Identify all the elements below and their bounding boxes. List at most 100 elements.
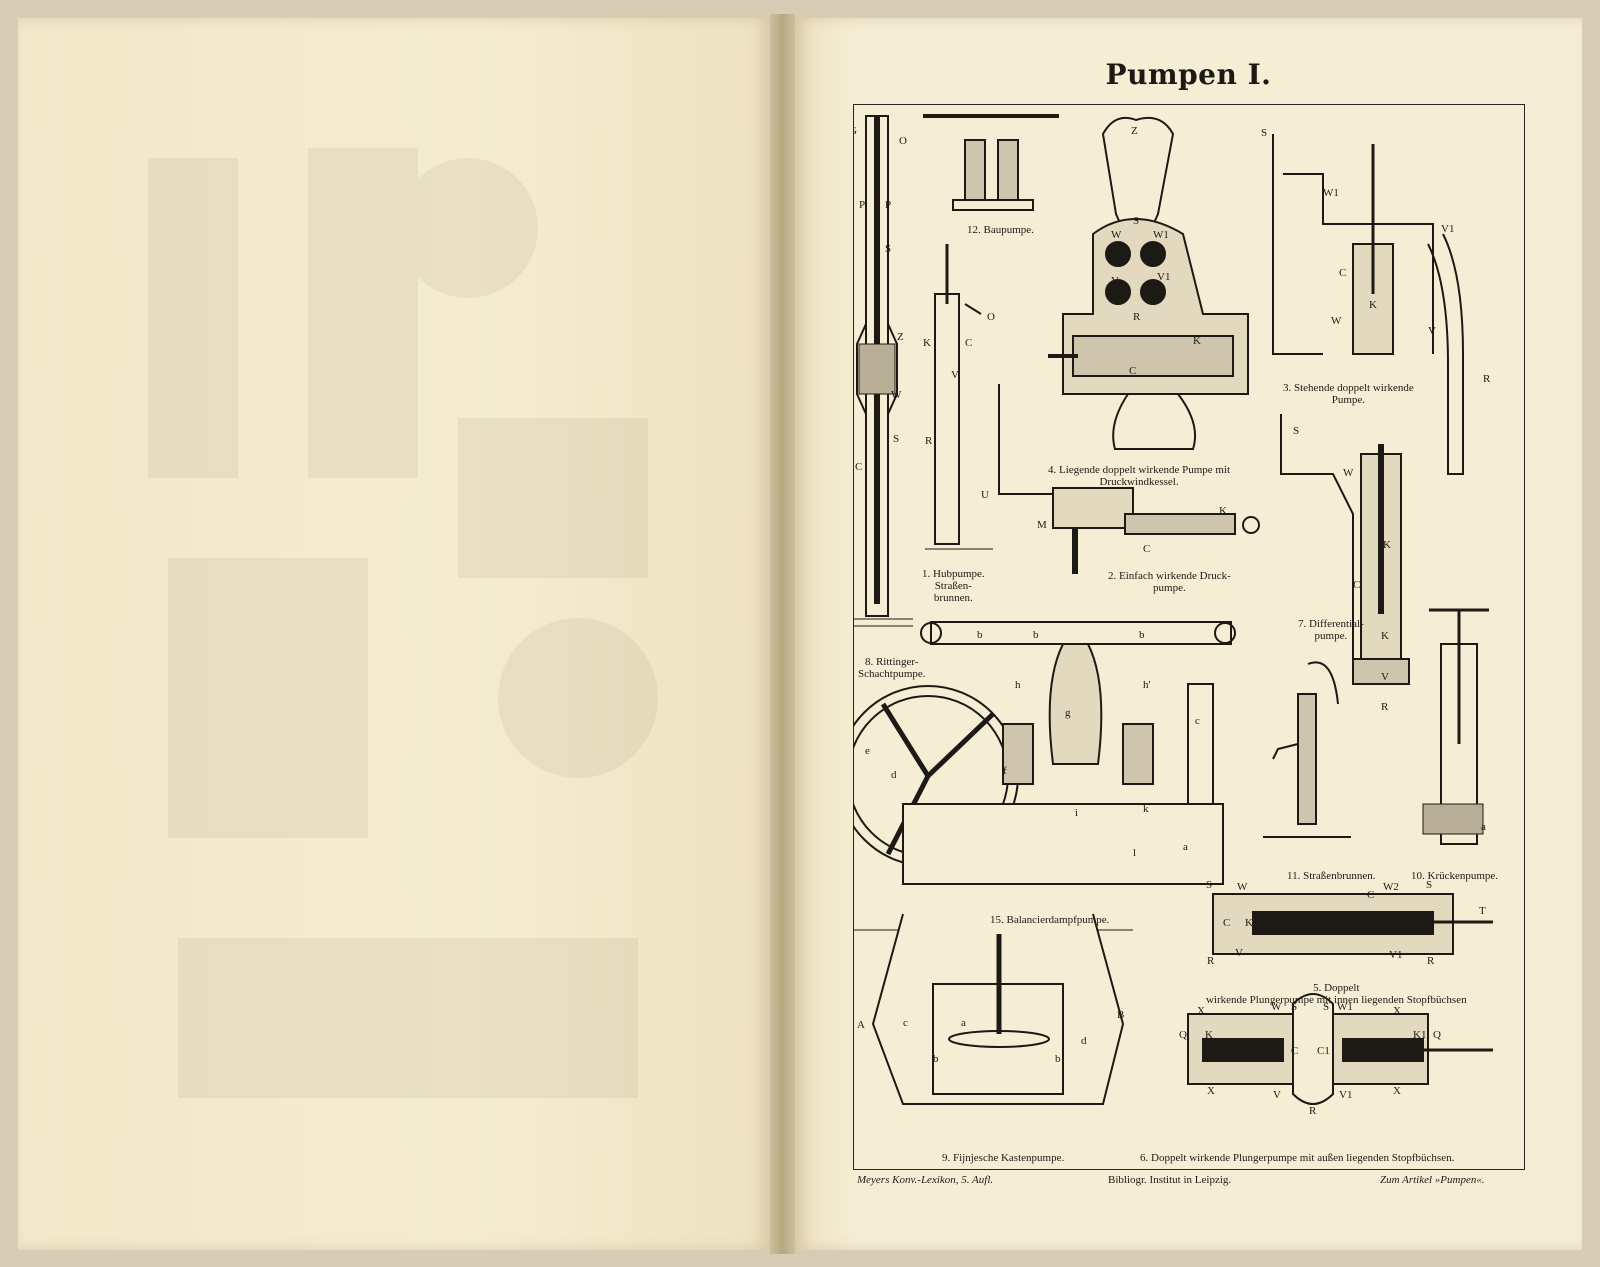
footer-article-ref: Zum Artikel »Pumpen«. [1380, 1174, 1485, 1186]
label-K: K [1193, 335, 1201, 347]
label-A: A [857, 1019, 865, 1031]
label-R: R [1207, 955, 1215, 967]
label-b: b [933, 1053, 939, 1065]
label-W: W [1111, 229, 1122, 241]
caption-fig4-line1: 4. Liegende doppelt wirkende Pumpe mit [1048, 464, 1231, 476]
plate-frame [853, 104, 1525, 1170]
label-a: a [961, 1017, 966, 1029]
label-S: S [1133, 215, 1139, 227]
label-V: V [1273, 1089, 1281, 1101]
label-c: c [903, 1017, 908, 1029]
label-R: R [1381, 701, 1389, 713]
fig15-beam-steam-pump: b b b h h' g c e d f i k l a [853, 621, 1236, 885]
caption-fig3-line1: 3. Stehende doppelt wirkende [1283, 382, 1414, 394]
label-b: b [977, 629, 983, 641]
label-W: W [1343, 467, 1354, 479]
caption-fig2: 2. Einfach wirkende Druck- pumpe. [1108, 570, 1231, 594]
label-a: a [1183, 841, 1188, 853]
label-b: b [1055, 1053, 1061, 1065]
caption-fig5-line1: 5. Doppelt [1313, 982, 1360, 994]
label-R: R [1133, 311, 1141, 323]
label-S: S [893, 433, 899, 445]
label-S: S [1291, 1001, 1297, 1013]
fig5-plunger-pump-inner-glands: S W C W2 S C K T R V V1 R [1206, 879, 1493, 967]
label-K: K [1245, 917, 1253, 929]
label-V: V [951, 369, 959, 381]
label-S: S [1323, 1001, 1329, 1013]
caption-fig4-line2: Druckwindkessel. [1099, 476, 1179, 488]
footer-publication: Meyers Konv.-Lexikon, 5. Aufl. [857, 1174, 994, 1186]
label-M: M [1037, 519, 1047, 531]
label-R: R [1427, 955, 1435, 967]
left-blank-page [18, 18, 770, 1250]
label-W: W [1237, 881, 1248, 893]
caption-fig3-line2: Pumpe. [1331, 394, 1366, 406]
label-R: R [925, 435, 933, 447]
label-k: k [1143, 803, 1149, 815]
fig7-differential-pump: S W K C K V R [1280, 414, 1410, 713]
label-C1: C1 [1317, 1045, 1330, 1057]
label-C: C [1223, 917, 1230, 929]
label-S: S [1426, 879, 1432, 891]
label-W: W [1331, 315, 1342, 327]
caption-fig1-line1: 1. Hubpumpe. [922, 568, 985, 580]
label-S: S [1261, 127, 1267, 139]
label-V1: V1 [1339, 1089, 1352, 1101]
fig8-rittinger-shaft-pump: G O P P S Z W S C [853, 115, 913, 627]
label-g: g [1065, 707, 1071, 719]
label-U: U [981, 489, 989, 501]
label-K: K [1219, 505, 1227, 517]
label-Q: Q [1433, 1029, 1441, 1041]
caption-fig7: 7. Differential- pumpe. [1298, 618, 1364, 642]
caption-fig1-line2: Straßen- [934, 580, 972, 592]
label-X: X [1207, 1085, 1215, 1097]
footer-publisher: Bibliogr. Institut in Leipzig. [1108, 1174, 1232, 1186]
fig4-horizontal-double-acting-pump: Z S W W1 V V1 R K C [1048, 116, 1249, 450]
caption-fig11: 11. Straßenbrunnen. [1287, 870, 1376, 882]
caption-fig12: 12. Baupumpe. [967, 224, 1034, 236]
fig6-plunger-pump-outer-glands: X W S S W1 X Q K K1 Q C C1 X V V1 X R [1179, 993, 1493, 1117]
caption-fig5-line2: wirkende Plungerpumpe mit innen liegende… [1206, 994, 1467, 1006]
label-K: K [1205, 1029, 1213, 1041]
label-R: R [1483, 373, 1491, 385]
fig11-street-well [1263, 661, 1351, 838]
caption-fig8-line1: 8. Rittinger- [864, 656, 919, 668]
label-C: C [1291, 1045, 1298, 1057]
label-C: C [1353, 579, 1360, 591]
label-Z: Z [1131, 125, 1138, 137]
caption-fig5: 5. Doppelt wirkende Plungerpumpe mit inn… [1206, 982, 1467, 1006]
label-P: P [885, 199, 891, 211]
label-S: S [1206, 879, 1212, 891]
caption-fig2-line1: 2. Einfach wirkende Druck- [1108, 570, 1231, 582]
label-O: O [987, 311, 995, 323]
fig10-crutch-pump: a [1422, 608, 1489, 845]
label-b: b [1139, 629, 1145, 641]
label-T: T [1479, 905, 1486, 917]
label-W2: W2 [1383, 881, 1399, 893]
caption-fig10: 10. Krückenpumpe. [1411, 870, 1499, 882]
label-a: a [1481, 821, 1486, 833]
bleed-through-ghost-image [148, 148, 658, 1098]
label-C: C [1129, 365, 1136, 377]
label-W1: W1 [1323, 187, 1339, 199]
fig2-single-acting-force-pump: M K C [998, 384, 1260, 574]
plate-title: Pumpen I. [1105, 58, 1272, 91]
label-C: C [855, 461, 862, 473]
label-W1: W1 [1153, 229, 1169, 241]
label-B: B [1117, 1009, 1124, 1021]
label-S: S [885, 243, 891, 255]
caption-fig7-line1: 7. Differential- [1298, 618, 1364, 630]
label-e: e [865, 745, 870, 757]
label-X: X [1197, 1005, 1205, 1017]
book-spine [770, 14, 795, 1254]
label-C: C [965, 337, 972, 349]
label-V1: V1 [1389, 949, 1402, 961]
caption-fig8: 8. Rittinger- Schachtpumpe. [858, 656, 926, 680]
fig1-lift-pump: O K C V R U [923, 244, 995, 550]
caption-fig8-line2: Schachtpumpe. [858, 668, 926, 680]
label-K1: K1 [1413, 1029, 1426, 1041]
label-V: V [1381, 671, 1389, 683]
label-K: K [1383, 539, 1391, 551]
label-V: V [1428, 325, 1436, 337]
label-P: P [859, 199, 865, 211]
